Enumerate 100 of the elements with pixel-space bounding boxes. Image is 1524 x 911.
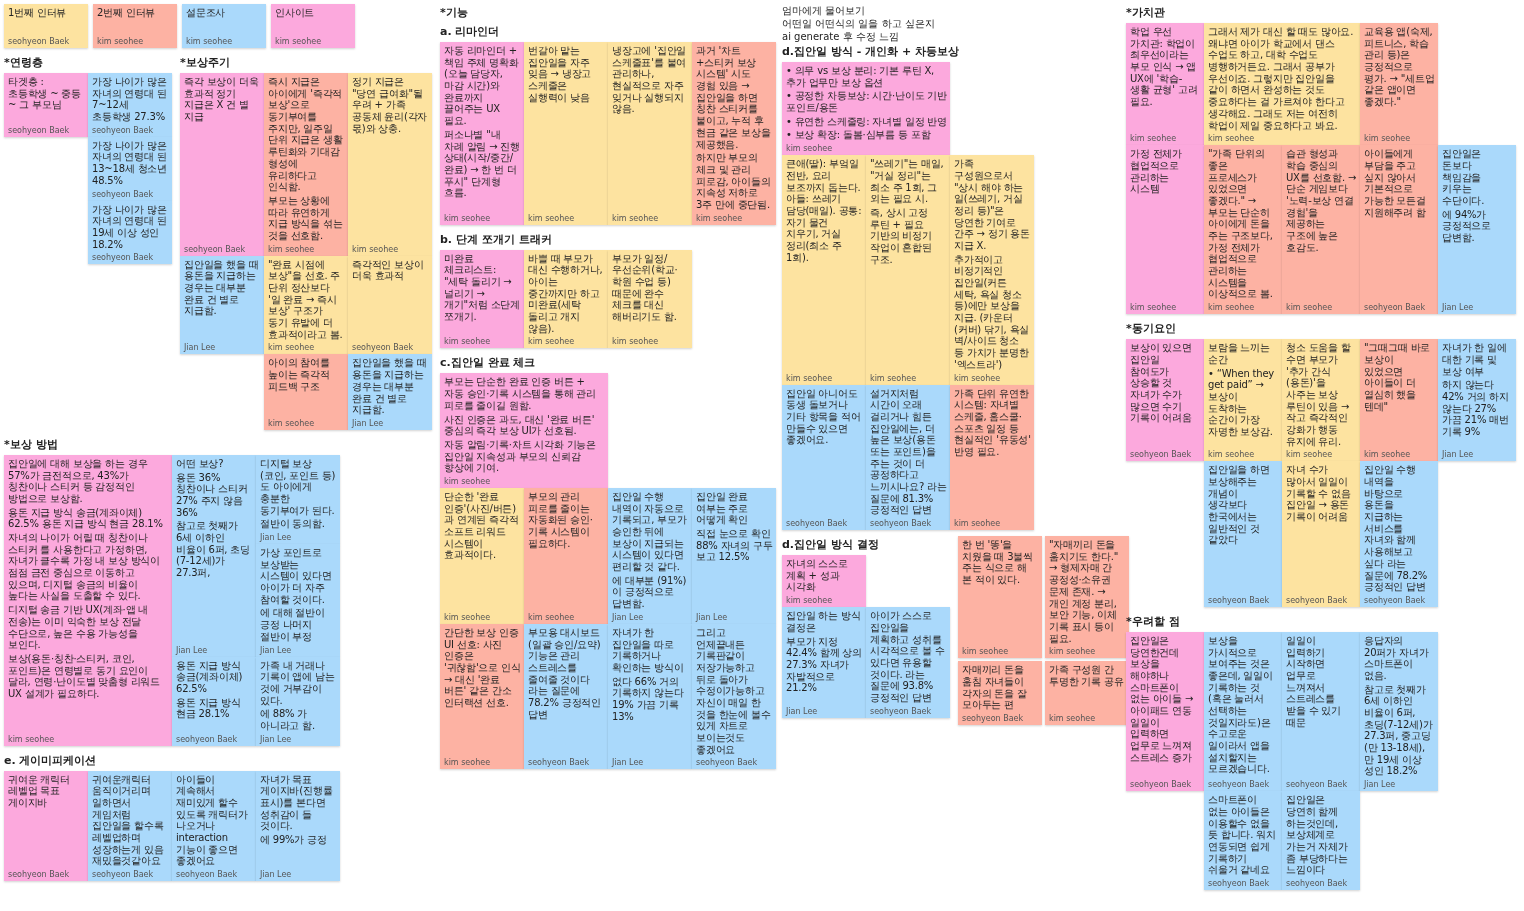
- author-name: kim seohee: [786, 373, 833, 383]
- sticky-note: [866, 155, 950, 385]
- author-name: kim seohee: [444, 213, 491, 223]
- author-name: kim seohee: [1208, 450, 1255, 460]
- sticky-note: [88, 73, 172, 137]
- note-text: "쓰레기"는 매일, "거실 정리"는 최소 주 1회, 그 외는 필요 시.: [870, 158, 945, 205]
- note-text: 자녀가 한 일에 대한 기록 및 보상 여부: [1442, 342, 1508, 378]
- sticky-note: [172, 454, 256, 657]
- sticky-note: [1282, 631, 1360, 792]
- sticky-note: [264, 73, 348, 256]
- author-name: seohyeon Baek: [870, 519, 932, 529]
- sticky-note: [1126, 23, 1204, 146]
- note-text: 하지만 부모의 체크 및 관리 피로감, 아이들의 지속성 저하로 3주 만에 중단됨.: [696, 152, 772, 211]
- sticky-note: [958, 536, 1042, 659]
- note-text: 에 대해 절반이 긍정 나머지 절반이 부정: [260, 607, 326, 643]
- sticky-note: [782, 384, 866, 531]
- sticky-note: [1204, 461, 1282, 607]
- sticky-note: [692, 623, 776, 770]
- author-name: seohyeon Baek: [786, 519, 848, 529]
- sticky-note: [866, 607, 950, 718]
- note-text: 하지 않는다 42% 거의 하지 않는다 27% 가끔 21% 매번 기록 9%: [1442, 379, 1510, 438]
- note-text: 자동 알림·기록·차트 시각화 기능은 집안일 지속성과 부모의 신뢰감 향상에 기여.: [444, 438, 598, 474]
- note-text: 가족 구성원 간 투명한 기록 공유: [1049, 664, 1125, 688]
- author-name: Jian Lee: [352, 418, 384, 428]
- heading-text: ai generate 후 수정 느낌: [782, 30, 899, 43]
- author-name: kim seohee: [1364, 134, 1411, 144]
- sticky-note: [1360, 631, 1438, 792]
- note-text: 한 번 '똥'을 치웠을 때 3불씩 주는 식으로 해 본 적이 있다.: [962, 539, 1034, 586]
- author-name: kim seohee: [268, 418, 315, 428]
- sticky-note: [950, 155, 1034, 385]
- sticky-note: [348, 73, 432, 256]
- note-text: 과거 '차트+스티커 보상 시스템' 시도 경험 있음 → 집안일을 하면 칭찬 스티커를 붙이고, 누적 후 현금 같은 보상을 제공했음.: [696, 45, 772, 151]
- note-text: 사진 인증은 과도, 대신 '완료 버튼' 중심의 즉각 보상 UI가 선호됨.: [444, 413, 596, 437]
- author-name: seohyeon Baek: [528, 758, 590, 768]
- sticky-note: [1204, 339, 1282, 462]
- note-text: 부모는 상황에 따라 유연하게 지급 방식을 섞는 것을 선호함.: [268, 194, 344, 242]
- note-text: 참고로 첫째가 6세 이하인 비율이 6퍼, 초딩(7-12세)가 27.3퍼, 중고딩 (만 13-18세), 만 19세 이상 성인 18.2%: [1364, 683, 1434, 778]
- note-text: 직접 눈으로 확인 88% 자녀의 구두 보고 12.5%: [696, 528, 773, 564]
- author-name: kim seohee: [696, 213, 743, 223]
- sticky-note: [1204, 631, 1282, 792]
- note-text: 어떤 보상?: [176, 457, 225, 470]
- note-text: 가정 전체가 협업적으로 관리하는 시스템: [1130, 148, 1183, 195]
- author-name: Jian Lee: [184, 343, 216, 353]
- sticky-note: [1204, 145, 1282, 315]
- sticky-note: [1360, 145, 1438, 315]
- note-text: 자녀가 한 집안일을 따로 기록하거나 확인하는 방식이: [612, 626, 685, 674]
- author-name: kim seohee: [528, 337, 575, 347]
- author-name: seohyeon Baek: [1208, 780, 1270, 790]
- note-text: 1번째 인터뷰: [8, 7, 68, 19]
- author-name: seohyeon Baek: [352, 343, 414, 353]
- sticky-note: [1282, 145, 1360, 315]
- sticky-note: [264, 255, 348, 355]
- sticky-note: [950, 384, 1034, 531]
- heading-text: 엄마에게 물어보기: [782, 4, 866, 17]
- note-text: 즉각 보상이 더욱 효과적 정기 지급은 X 건 별 지급: [184, 76, 260, 123]
- note-text: 집안일을 했을 때 용돈을 지급하는 경우는 대부분 완료 건 별로 지급함.: [184, 258, 260, 318]
- author-name: kim seohee: [444, 612, 491, 622]
- note-text: 가상 포인트로 보상받는 시스템이 있다면 아이가 더 자주 참여할 것이다.: [260, 547, 333, 606]
- note-text: 미완료 체크리스트: "세탁 돌리기 → 널리기 → 개기"처럼 소단계 쪼개기.: [444, 252, 521, 323]
- sticky-note: [180, 255, 264, 355]
- author-name: Jian Lee: [696, 612, 728, 622]
- note-text: 집안일 아니어도 동생 돌보거나 기타 항목을 적어 만들수 있으면 좋겠어요.: [786, 387, 862, 446]
- author-name: kim seohee: [1208, 134, 1255, 144]
- author-name: kim seohee: [954, 373, 1001, 383]
- sticky-note: [524, 42, 608, 225]
- note-text: 일일이 입력하기 시작하면 업무로 느껴져서 스트레스를 받을 수 있기 때문: [1286, 634, 1342, 729]
- author-name: seohyeon Baek: [184, 244, 246, 254]
- sticky-note: [692, 487, 776, 624]
- author-name: seohyeon Baek: [1208, 878, 1270, 888]
- section-heading: *연령층: [4, 55, 43, 70]
- note-text: "가족 단위의 좋은 프로세스가 있었으면 좋겠다." → 부모는 단순히 아이에게 돈을 주는 구조보다, 가정 전체가 협업적으로 관리하는 시스템을 이상적으로 봄.: [1208, 148, 1274, 301]
- note-text: 가장 나이가 많은 자녀의 연령대 된 19세 이상 성인 18.2%: [92, 203, 168, 251]
- note-text: 정기 지급은 "당연 급여화"될 우려 + 가족 공동체 윤리(각자 몫)와 상충.: [352, 76, 429, 135]
- note-text: 집안일 수행 내역이 자동으로 기록되고, 부모가 승인한 뒤에 보상이 지급되는 시스템이 있다면 편리할 것 같다.: [612, 490, 688, 573]
- sticky-note: [524, 623, 608, 770]
- sticky-note: [348, 255, 432, 355]
- note-text: 보상을 가시적으로 보여주는 것은 좋은데, 일일이 기록하는 것(혹은 눌러서 선택하는 것일지라도)은 수고로운 일이라서 앱을 설치할지는 모르겠습니다.: [1208, 634, 1274, 776]
- note-text: 번갈아 맡는 집안일을 자주 잊음 → 냉장고 스케줄은 실행력이 낮음: [528, 45, 593, 104]
- note-text: 절반이 동의함.: [260, 518, 326, 530]
- note-text: 부모는 단순한 완료 인증 버튼 + 자동 승인·기록 시스템을 통해 관리 피로를 줄이길 원함.: [444, 376, 598, 412]
- sticky-note: [1360, 461, 1438, 607]
- note-text: 자녀의 스스로 계획 + 성과 시각화: [786, 558, 849, 594]
- author-name: kim seohee: [612, 337, 659, 347]
- note-text: 귀여운캐릭터 움직이거리며 일하면서 게임처럼 집안일을 할수록 레벨업하며 성장하는게 있음 재밌을것같아요: [92, 773, 165, 868]
- sticky-note: [1360, 339, 1438, 462]
- note-text: 즉각적인 보상이 더욱 효과적: [352, 258, 425, 282]
- author-name: Jian Lee: [612, 612, 644, 622]
- author-name: seohyeon Baek: [8, 125, 70, 135]
- note-text: 간단한 보상 인증 UI 선호: 사진 인증은 '귀찮함'으로 인식 → 대신 '완료 버튼' 같은 간소 인터랙션 선호.: [444, 626, 521, 709]
- author-name: kim seohee: [275, 37, 322, 46]
- author-name: kim seohee: [528, 213, 575, 223]
- sticky-note: [348, 354, 432, 430]
- note-text: 즉, 상시 고정 루틴 + 필요 기반의 비정기 작업이 혼합된 구조.: [870, 206, 933, 266]
- author-name: Jian Lee: [260, 870, 292, 880]
- sticky-note: [93, 4, 177, 48]
- author-name: kim seohee: [962, 647, 1009, 657]
- note-text: 용돈 지급 방식 송금(계좌이체) 62.5% 용돈 지급 방식 현금 28.1%: [8, 506, 164, 530]
- author-name: Jian Lee: [1442, 303, 1474, 313]
- note-text: 에 94%가 긍정적으로 답변함.: [1442, 208, 1492, 244]
- author-name: kim seohee: [528, 612, 575, 622]
